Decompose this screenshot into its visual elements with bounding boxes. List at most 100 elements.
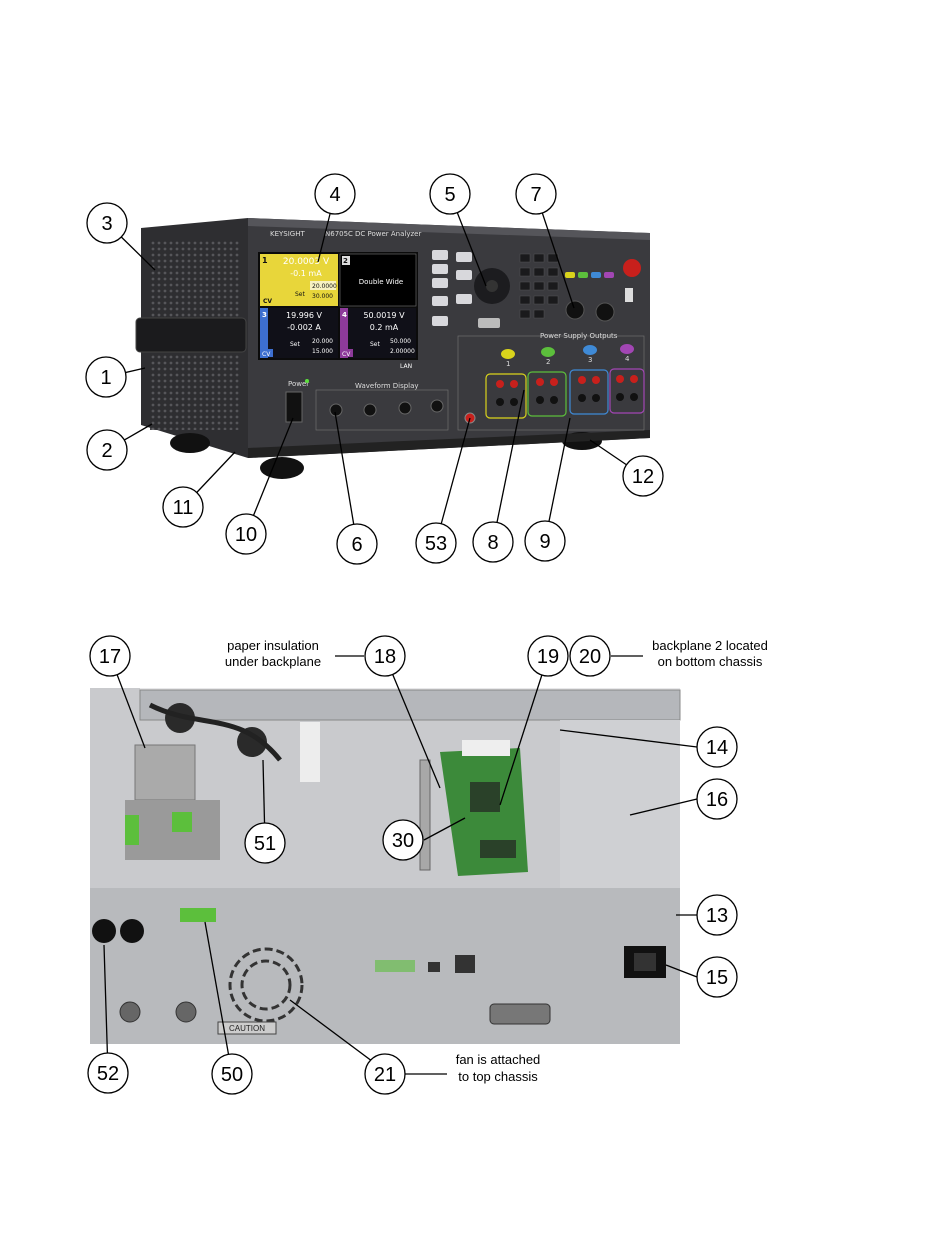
callout-50: 50	[211, 1053, 253, 1095]
channel-1-set-label: Set	[295, 291, 306, 298]
note-backplane-line-2: on bottom chassis	[658, 654, 763, 669]
svg-text:30: 30	[392, 830, 414, 852]
paper-insulation	[419, 759, 431, 871]
svg-text:17: 17	[99, 646, 121, 668]
svg-text:16: 16	[706, 789, 728, 811]
svg-text:51: 51	[254, 833, 276, 855]
power-switch	[285, 391, 303, 423]
rear-foot	[92, 919, 116, 943]
note-fan-line-1: fan is attached	[456, 1052, 541, 1067]
channel-3-set-label: Set	[290, 341, 301, 348]
waveform-knob	[363, 403, 377, 417]
svg-text:6: 6	[351, 534, 362, 556]
internal-chassis-photo: CAUTION	[90, 688, 681, 1044]
usb-port	[428, 962, 440, 972]
all-outputs-off-button	[623, 259, 641, 277]
select-ch1-button	[565, 272, 575, 278]
voltage-knob	[565, 300, 585, 320]
channel-3-set-current: 15.000	[312, 348, 333, 355]
channel-1-set-voltage: 20.0000	[312, 283, 337, 290]
power-label: Power	[288, 380, 309, 388]
svg-text:11: 11	[173, 497, 194, 519]
callout-21: 21	[364, 1053, 406, 1095]
output-3-on-button	[583, 345, 597, 355]
callout-52: 52	[87, 1052, 129, 1094]
svg-text:18: 18	[374, 646, 396, 668]
callout-17: 17	[89, 635, 131, 677]
svg-text:20: 20	[579, 646, 601, 668]
callout-16: 16	[696, 778, 738, 820]
channel-4-set-current: 2.00000	[390, 348, 415, 355]
output-3-number: 3	[588, 356, 592, 364]
svg-text:7: 7	[530, 184, 541, 206]
waveform-display-label: Waveform Display	[355, 382, 419, 390]
numeric-keypad	[519, 253, 559, 319]
callout-20: 20	[569, 635, 611, 677]
select-ch3-button	[591, 272, 601, 278]
svg-text:5: 5	[444, 184, 455, 206]
lan-status: LAN	[400, 363, 412, 370]
svg-text:4: 4	[329, 184, 340, 206]
channel-2-panel	[339, 253, 417, 307]
display-screen: 1 20.0003 V -0.1 mA 20.0000 Set 30.000 C…	[258, 252, 418, 370]
gpib-connector	[489, 1003, 551, 1025]
mounting-bracket	[134, 744, 196, 801]
channel-3-number: 3	[262, 311, 267, 319]
callout-1: 1	[85, 356, 127, 398]
callout-14: 14	[696, 726, 738, 768]
svg-text:13: 13	[706, 905, 728, 927]
fan-grille	[228, 947, 304, 1023]
svg-text:12: 12	[632, 466, 654, 488]
output-1-on-button	[501, 349, 515, 359]
model-number: N6705C	[325, 230, 353, 238]
svg-text:3: 3	[101, 213, 112, 235]
channel-3-set-voltage: 20.000	[312, 338, 333, 345]
callout-11: 11	[162, 486, 204, 528]
svg-text:19: 19	[537, 646, 559, 668]
callout-51: 51	[244, 822, 286, 864]
callout-9: 9	[524, 520, 566, 562]
channel-1-panel	[260, 254, 338, 306]
callout-2: 2	[86, 429, 128, 471]
callouts-top: 1 2 3 4 5 6 7 8 9 10 11 12 53	[85, 173, 664, 565]
callout-12: 12	[622, 455, 664, 497]
ferrite-core	[237, 727, 267, 757]
callout-5: 5	[429, 173, 471, 215]
plastic-standoff	[300, 722, 320, 782]
svg-text:15: 15	[706, 967, 728, 989]
foot	[170, 433, 210, 453]
output-2-on-button	[541, 347, 555, 357]
channel-4-set-label: Set	[370, 341, 381, 348]
channel-4-mode: CV	[342, 351, 351, 358]
channel-3-mode: CV	[262, 351, 271, 358]
svg-text:21: 21	[374, 1064, 396, 1086]
channel-3-current: -0.002 A	[287, 323, 321, 332]
model-subtitle: DC Power Analyzer	[355, 230, 421, 238]
channel-4-current: 0.2 mA	[370, 323, 399, 332]
output-4-on-button	[620, 344, 634, 354]
note-fan-line-2: to top chassis	[458, 1069, 538, 1084]
current-knob	[595, 302, 615, 322]
usb-port	[625, 288, 633, 302]
rear-foot	[120, 919, 144, 943]
svg-text:50: 50	[221, 1064, 243, 1086]
foot	[260, 457, 304, 479]
output-4-number: 4	[625, 355, 630, 363]
output-2-number: 2	[546, 358, 550, 366]
svg-text:2: 2	[101, 440, 112, 462]
channel-4-voltage: 50.0019 V	[363, 311, 405, 320]
channel-4-set-voltage: 50.000	[390, 338, 411, 345]
svg-text:10: 10	[235, 524, 257, 546]
svg-text:1: 1	[100, 367, 111, 389]
bnc-connector	[175, 1001, 197, 1023]
lan-port	[455, 955, 475, 973]
select-ch2-button	[578, 272, 588, 278]
note-paper-insulation-line-1: paper insulation	[227, 638, 319, 653]
waveform-knob	[430, 399, 444, 413]
channel-2-number: 2	[343, 257, 348, 265]
callout-30: 30	[382, 819, 424, 861]
waveform-display-section	[315, 389, 449, 431]
channel-1-number: 1	[262, 256, 268, 265]
select-ch4-button	[604, 272, 614, 278]
channel-4-number: 4	[342, 311, 347, 319]
